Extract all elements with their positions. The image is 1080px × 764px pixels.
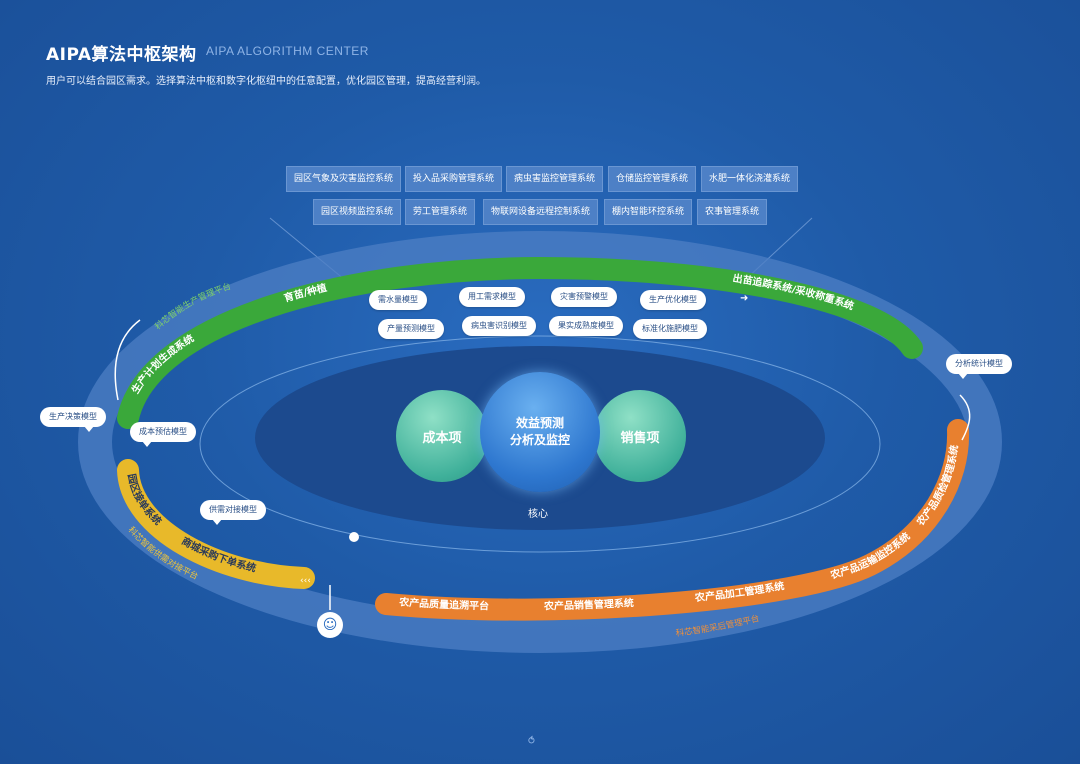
flow-line	[959, 394, 971, 441]
user-icon: ☺	[317, 612, 343, 638]
system-box: 棚内智能环控系统	[604, 199, 693, 225]
flow-line	[114, 319, 141, 401]
core-circle: 效益预测 分析及监控	[480, 372, 600, 492]
core-label: 核心	[528, 509, 548, 520]
model-tag: 病虫害识别模型	[462, 316, 536, 336]
system-box: 投入品采购管理系统	[405, 166, 503, 192]
arrow-icon: ➜	[740, 293, 748, 304]
supply-demand-bubble: 供需对接模型	[200, 500, 266, 525]
stats-model-bubble: 分析统计模型	[946, 354, 1012, 379]
sales-label: 销售项	[620, 430, 660, 446]
system-box: 劳工管理系统	[405, 199, 476, 225]
system-box: 农事管理系统	[697, 199, 768, 225]
cost-estimate-bubble: 成本预估模型	[130, 422, 196, 447]
system-box: 园区气象及灾害监控系统	[286, 166, 402, 192]
yellow-arc	[117, 459, 315, 589]
sales-circle: 销售项	[594, 390, 686, 482]
system-box: 病虫害监控管理系统	[506, 166, 604, 192]
system-box: 园区视频监控系统	[313, 199, 402, 225]
model-tag: 需水量模型	[369, 290, 427, 310]
page-title: AIPA算法中枢架构	[46, 40, 197, 65]
core-text: 效益预测 分析及监控	[510, 415, 570, 449]
orbit-dot	[349, 532, 359, 542]
page-subtitle: 用户可以结合园区需求。选择算法中枢和数字化枢纽中的任意配置，优化园区管理，提高经…	[46, 76, 486, 87]
system-box: 仓储监控管理系统	[608, 166, 697, 192]
cost-circle: 成本项	[396, 390, 488, 482]
orange-arc	[375, 419, 970, 621]
chevron-left-icon: ‹‹‹	[300, 576, 311, 586]
rotate-icon: ⥀	[528, 736, 535, 747]
decision-model-bubble: 生产决策模型	[40, 407, 106, 432]
model-tag: 标准化施肥模型	[633, 319, 707, 339]
title-english: AIPA ALGORITHM CENTER	[206, 44, 369, 58]
cost-label: 成本项	[422, 430, 462, 446]
model-tag: 产量预测模型	[378, 319, 444, 339]
model-tag: 用工需求模型	[459, 287, 525, 307]
model-tag: 生产优化模型	[640, 290, 706, 310]
green-arc	[117, 256, 923, 429]
core-line1: 效益预测	[515, 416, 564, 430]
inner-orbit	[199, 335, 881, 553]
core-line2: 分析及监控	[509, 433, 570, 447]
model-tag: 灾害预警模型	[551, 287, 617, 307]
outer-ring	[78, 231, 1002, 653]
model-tag: 果实成熟度模型	[549, 316, 623, 336]
system-box: 物联网设备远程控制系统	[483, 199, 599, 225]
system-box: 水肥一体化浇灌系统	[701, 166, 799, 192]
title-main: AIPA算法中枢架构	[46, 45, 197, 65]
